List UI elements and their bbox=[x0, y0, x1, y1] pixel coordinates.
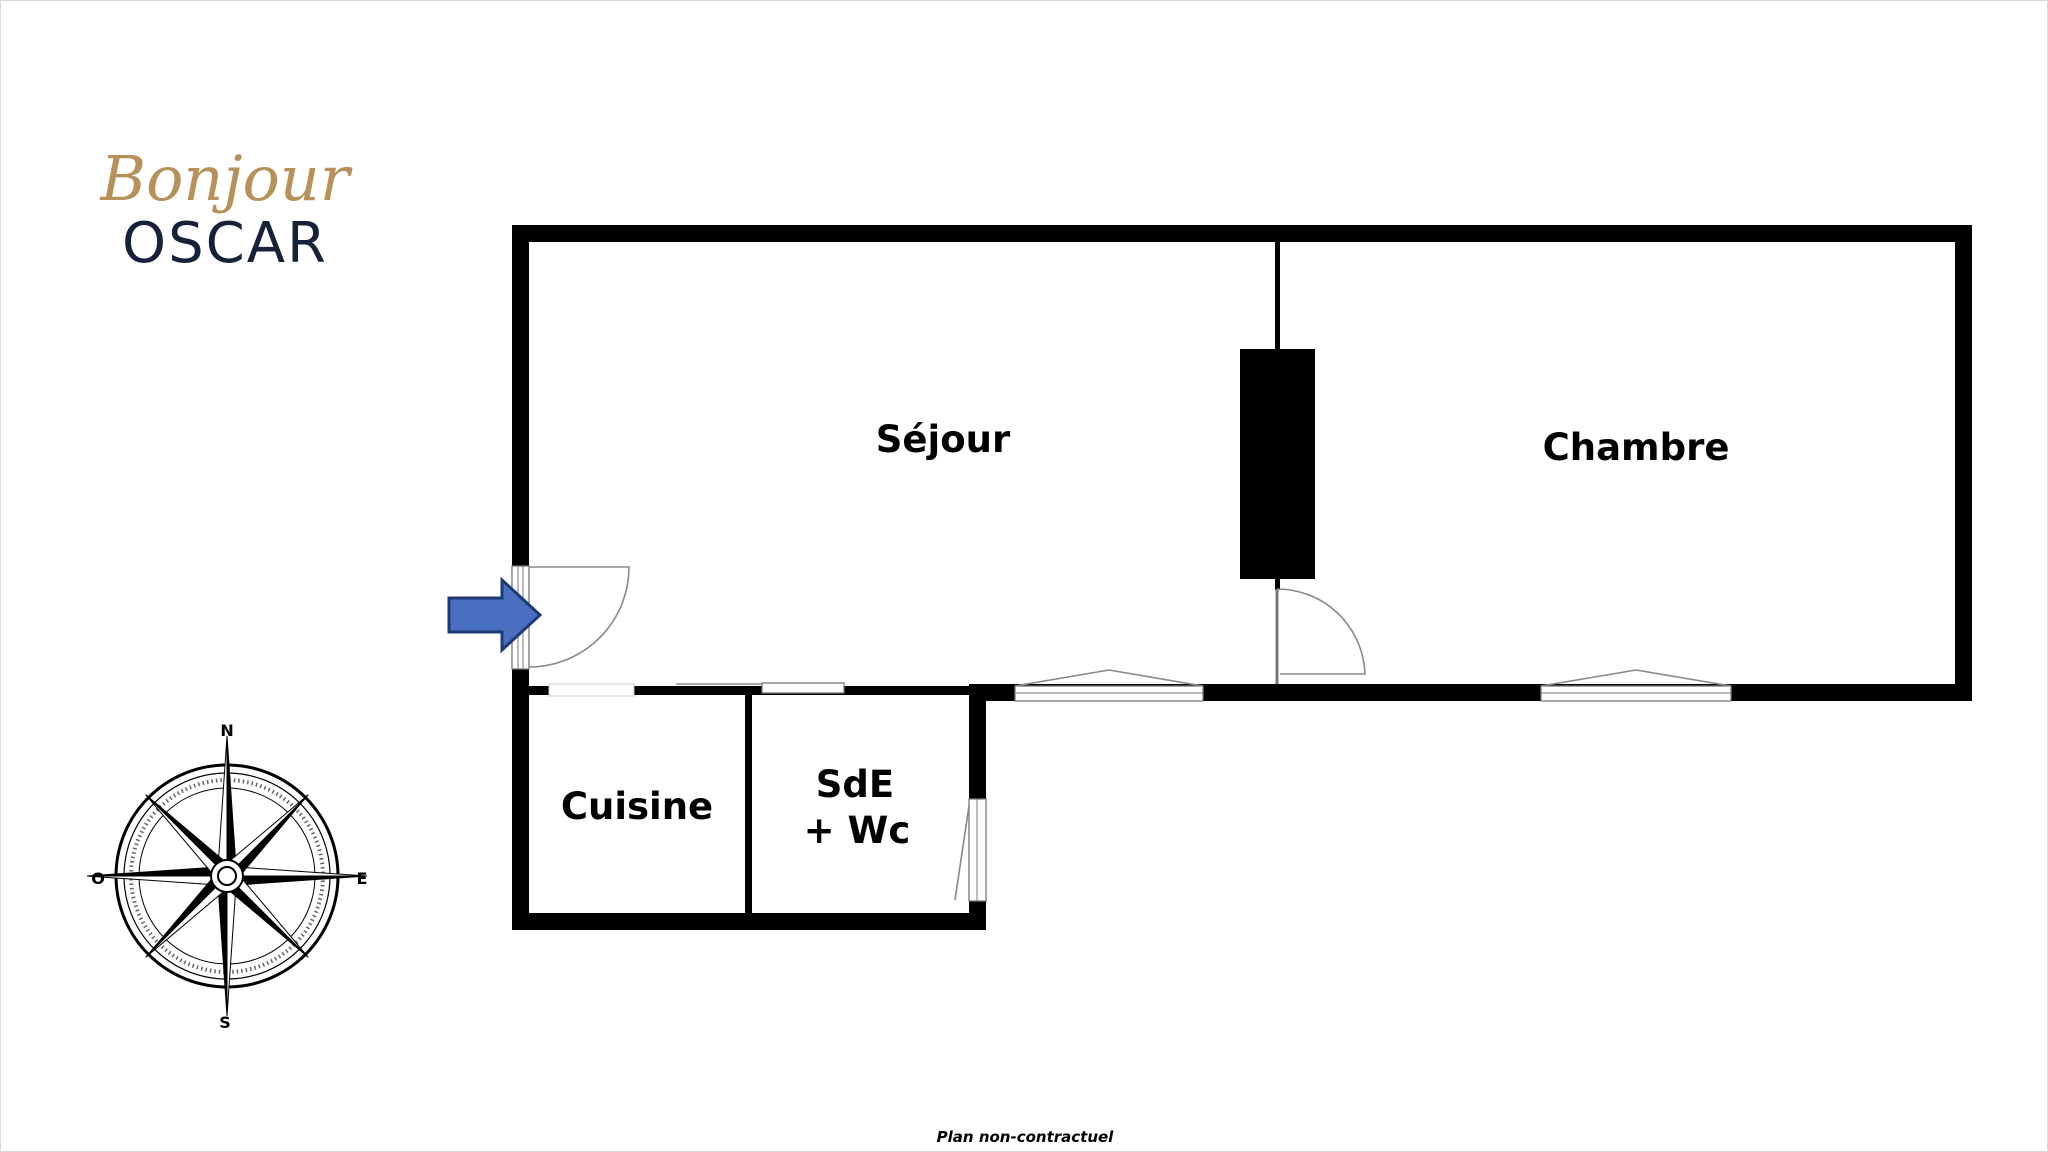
compass-east: E bbox=[357, 869, 368, 888]
logo-name-text: OSCAR bbox=[122, 211, 328, 276]
kitchen-opening bbox=[548, 683, 635, 697]
room-label-sde: SdE bbox=[816, 763, 894, 806]
room-label-chambre: Chambre bbox=[1543, 426, 1730, 469]
window-chambre bbox=[1540, 669, 1732, 702]
compass-west: O bbox=[91, 869, 105, 888]
compass-south: S bbox=[219, 1013, 231, 1032]
bonjour-oscar-logo: Bonjour OSCAR bbox=[100, 142, 353, 276]
window-sejour bbox=[1014, 669, 1204, 702]
entry-arrow-icon bbox=[447, 576, 543, 654]
room-label-sejour: Séjour bbox=[876, 418, 1011, 461]
chambre-door bbox=[1275, 588, 1366, 684]
room-label-cuisine: Cuisine bbox=[561, 785, 713, 828]
chimney-block bbox=[1240, 349, 1315, 579]
walls bbox=[512, 225, 1972, 930]
window-sde bbox=[954, 798, 987, 902]
compass-north: N bbox=[220, 721, 233, 740]
logo-script-text: Bonjour bbox=[100, 142, 353, 215]
room-label-wc: + Wc bbox=[804, 809, 911, 852]
compass-rose-icon: N S O E bbox=[86, 721, 368, 1032]
sde-door-opening bbox=[761, 682, 845, 694]
footer-disclaimer: Plan non-contractuel bbox=[937, 1128, 1115, 1146]
